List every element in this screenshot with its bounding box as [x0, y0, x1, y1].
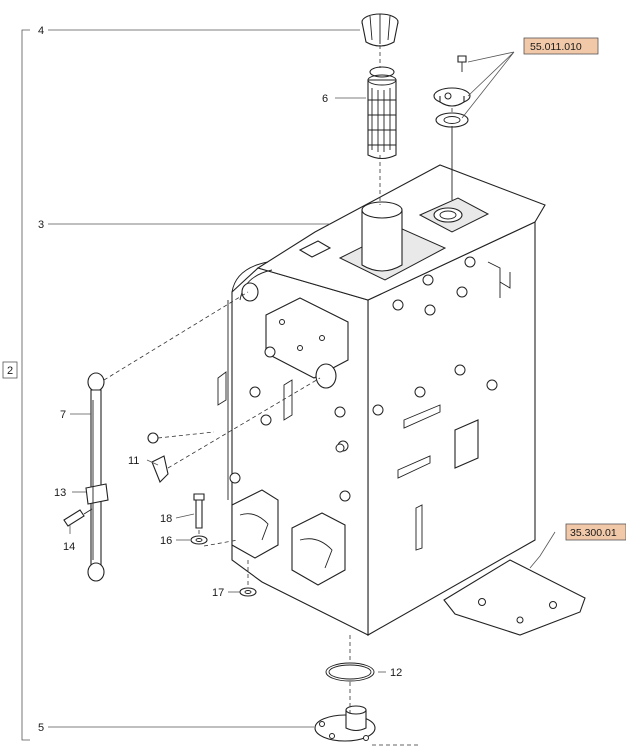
callout-17: 17: [212, 587, 224, 599]
callout-4: 4: [38, 25, 44, 37]
drain-flange-5: [314, 705, 376, 742]
callout-14: 14: [63, 541, 75, 553]
callout-6: 6: [322, 93, 328, 105]
level-sensor: [433, 55, 471, 200]
mounting-foot: [443, 559, 586, 636]
group-bracket: [2, 29, 30, 741]
callout-7: 7: [60, 409, 66, 421]
strainer-filter: [367, 66, 397, 160]
o-ring-12: [325, 662, 375, 682]
callout-13: 13: [54, 487, 66, 499]
bolt-18: [193, 493, 205, 529]
callout-labels: 4 6 3 2 7 11 13 14 18 16 17 12 5: [7, 25, 402, 734]
clip-11: [147, 432, 169, 483]
callout-18: 18: [160, 513, 172, 525]
assembly-lines: [103, 45, 453, 746]
hydraulic-tank: [217, 164, 586, 636]
callout-3: 3: [38, 219, 44, 231]
callout-5: 5: [38, 722, 44, 734]
fitting-14: [63, 508, 93, 527]
reference-label-right: 35.300.01: [570, 527, 617, 539]
sight-gauge: [85, 372, 109, 582]
callout-11: 11: [128, 455, 139, 467]
callout-12: 12: [390, 667, 402, 679]
filler-cap: [361, 13, 399, 47]
reference-label-top: 55.011.010: [530, 41, 582, 53]
reference-box-top[interactable]: 55.011.010: [523, 37, 599, 55]
reference-box-right[interactable]: 35.300.01: [565, 523, 626, 541]
callout-16: 16: [160, 535, 172, 547]
washer-17: [239, 587, 257, 597]
callout-2: 2: [7, 365, 13, 377]
washer-16: [190, 535, 208, 545]
leader-lines: [48, 29, 556, 728]
